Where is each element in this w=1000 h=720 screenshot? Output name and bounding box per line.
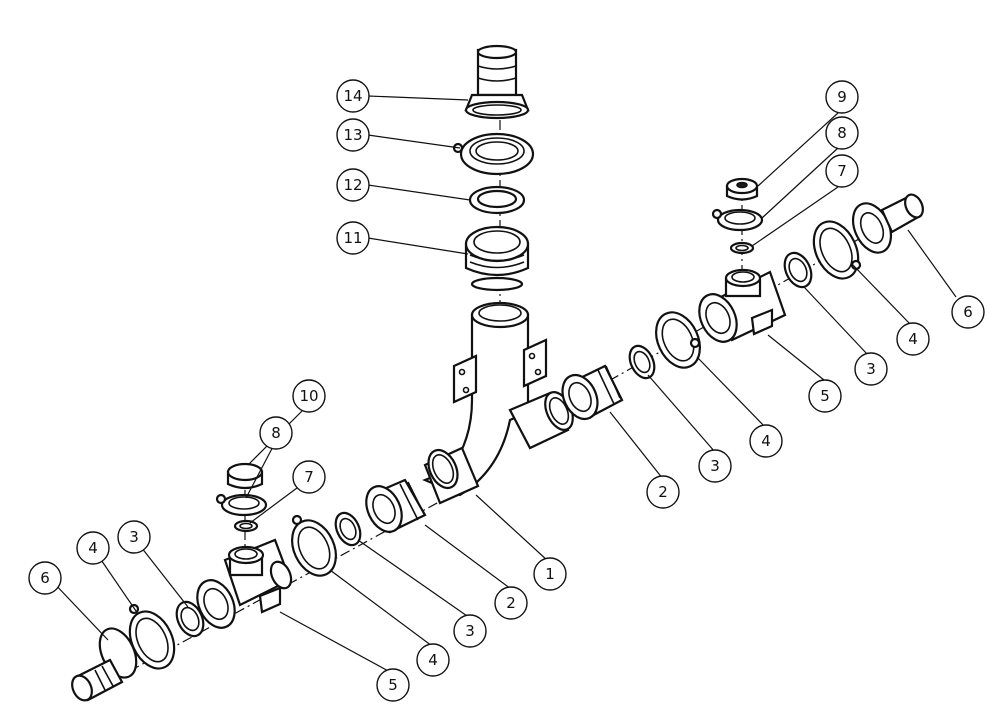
callout-11-label: 11 bbox=[343, 229, 362, 247]
callout-balloons: 14 13 12 11 10 9 8 8 7 7 6 bbox=[28, 79, 985, 702]
callout-3-left-inner-label: 3 bbox=[465, 622, 475, 640]
callout-3-left-outer-label: 3 bbox=[129, 528, 139, 546]
callout-9-label: 9 bbox=[837, 88, 847, 106]
part-3-left-outer-gasket bbox=[175, 600, 205, 638]
callout-8-right: 8 bbox=[825, 116, 859, 150]
callout-7-right: 7 bbox=[825, 154, 859, 188]
part-2-right-adapter bbox=[561, 364, 624, 421]
part-3-left-gasket bbox=[334, 511, 362, 547]
callout-12-label: 12 bbox=[343, 176, 362, 194]
callout-3-left-inner: 3 bbox=[453, 614, 487, 648]
callout-5-left-label: 5 bbox=[388, 676, 398, 694]
part-13-coupling-nut bbox=[452, 132, 535, 176]
callout-6-left: 6 bbox=[28, 561, 62, 595]
callout-1: 1 bbox=[533, 557, 567, 591]
callout-2-right-label: 2 bbox=[658, 483, 668, 501]
part-4-left-outer-clamp bbox=[128, 603, 176, 670]
callout-3-right-inner-label: 3 bbox=[710, 457, 720, 475]
callout-2-right: 2 bbox=[646, 475, 680, 509]
callout-10-label: 10 bbox=[299, 387, 318, 405]
part-5-left-tee bbox=[196, 538, 293, 629]
callout-3-right-inner: 3 bbox=[698, 449, 732, 483]
callout-3-right-outer-label: 3 bbox=[866, 360, 876, 378]
callout-2-left-label: 2 bbox=[506, 594, 516, 612]
callout-4-left-outer-label: 4 bbox=[88, 539, 98, 557]
callout-9: 9 bbox=[825, 80, 859, 114]
part-6-right-hose-adapter bbox=[851, 193, 924, 254]
callout-5-left: 5 bbox=[376, 668, 410, 702]
part-7-left-o-ring bbox=[233, 519, 259, 533]
part-11-adapter bbox=[464, 225, 530, 292]
part-3-right-gasket bbox=[628, 344, 656, 380]
callout-4-left-inner-label: 4 bbox=[428, 651, 438, 669]
part-9-right-cap bbox=[725, 177, 759, 201]
part-3-right-outer-gasket bbox=[783, 251, 813, 289]
callout-1-label: 1 bbox=[545, 565, 555, 583]
part-4-right-outer-clamp bbox=[812, 220, 862, 280]
callout-14: 14 bbox=[336, 79, 370, 113]
callout-leaders bbox=[51, 95, 957, 674]
part-14-hose-adapter bbox=[464, 44, 530, 120]
callout-7-left-label: 7 bbox=[304, 468, 314, 486]
part-2-left-adapter bbox=[365, 478, 427, 534]
callout-7-left: 7 bbox=[292, 460, 326, 494]
callout-4-left-inner: 4 bbox=[416, 643, 450, 677]
part-4-right-clamp bbox=[655, 311, 701, 369]
part-12-gasket bbox=[468, 185, 526, 215]
callout-14-label: 14 bbox=[343, 87, 362, 105]
part-1-tee-body bbox=[422, 301, 574, 505]
callout-6-right-label: 6 bbox=[963, 303, 973, 321]
callout-13: 13 bbox=[336, 118, 370, 152]
part-6-left-hose-adapter bbox=[71, 627, 138, 702]
callout-8-left: 8 bbox=[259, 416, 293, 450]
callout-3-left-outer: 3 bbox=[117, 520, 151, 554]
callout-5-right: 5 bbox=[808, 379, 842, 413]
callout-13-label: 13 bbox=[343, 126, 362, 144]
callout-3-right-outer: 3 bbox=[854, 352, 888, 386]
part-8-right-nut bbox=[711, 208, 764, 232]
callout-11: 11 bbox=[336, 221, 370, 255]
part-7-right-o-ring bbox=[729, 241, 755, 255]
callout-4-left-outer: 4 bbox=[76, 531, 110, 565]
part-5-right-tee bbox=[698, 268, 787, 343]
callout-4-right-outer-label: 4 bbox=[908, 330, 918, 348]
callout-4-right-inner: 4 bbox=[749, 424, 783, 458]
part-4-left-clamp bbox=[291, 514, 337, 577]
callout-6-right: 6 bbox=[951, 295, 985, 329]
callout-7-right-label: 7 bbox=[837, 162, 847, 180]
callout-8-right-label: 8 bbox=[837, 124, 847, 142]
callout-4-right-outer: 4 bbox=[896, 322, 930, 356]
part-8-left-nut bbox=[215, 493, 268, 517]
callout-4-right-inner-label: 4 bbox=[761, 432, 771, 450]
callout-10: 10 bbox=[292, 379, 326, 413]
callout-6-left-label: 6 bbox=[40, 569, 50, 587]
callout-2-left: 2 bbox=[494, 586, 528, 620]
callout-8-left-label: 8 bbox=[271, 424, 281, 442]
callout-12: 12 bbox=[336, 168, 370, 202]
callout-5-right-label: 5 bbox=[820, 387, 830, 405]
